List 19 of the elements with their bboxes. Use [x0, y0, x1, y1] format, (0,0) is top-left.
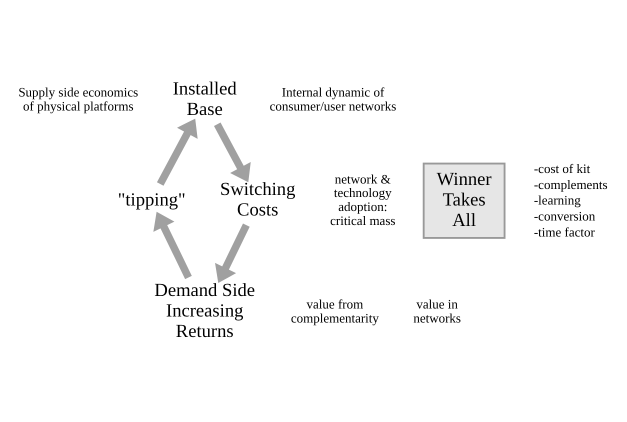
label: value from complementarity [290, 296, 379, 326]
label: -cost of kit [534, 161, 590, 176]
node-text: Installed Base [172, 78, 237, 120]
node-text: Demand Side Increasing Returns [154, 280, 256, 342]
label: -complements [534, 176, 608, 192]
node-text: Switching Costs [220, 179, 296, 221]
arrow [214, 122, 251, 182]
label: network & technology adoption: critical mass [330, 171, 396, 228]
label: value in networks [413, 296, 461, 326]
node-text: "tipping" [118, 189, 186, 210]
label: -conversion [534, 208, 596, 224]
arrow [156, 118, 198, 186]
node-box: Winner Takes All [422, 162, 506, 239]
label: Internal dynamic of consumer/user networks [270, 84, 396, 114]
arrow [153, 212, 192, 280]
label: Supply side economics of physical platforms [18, 84, 138, 114]
arrow [215, 224, 250, 284]
label: -time factor [534, 224, 595, 240]
label: -learning [534, 192, 581, 208]
